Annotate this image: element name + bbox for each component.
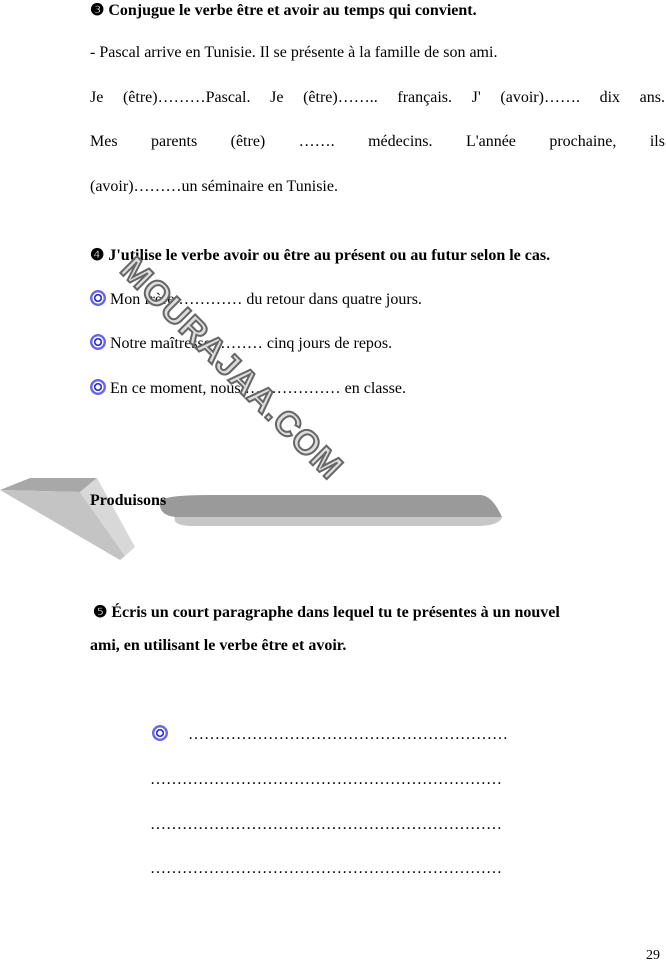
word: médecins. bbox=[368, 133, 433, 150]
exercise-4-item: En ce moment, nous ……………… en classe. bbox=[90, 379, 406, 398]
answer-line[interactable]: …………………………………………………… bbox=[152, 725, 508, 744]
word: dix bbox=[599, 89, 621, 106]
word: ……. bbox=[298, 133, 335, 150]
exercise-4-title: ❹ J'utilise le verbe avoir ou être au pr… bbox=[90, 247, 551, 264]
word: (être)…….. bbox=[303, 89, 378, 106]
word: (avoir)……. bbox=[500, 89, 580, 106]
item-text: En ce moment, nous ……………… en classe. bbox=[110, 380, 406, 397]
word: Mes bbox=[90, 133, 118, 150]
word: ans. bbox=[639, 89, 665, 106]
word: parents bbox=[150, 133, 198, 150]
item-text: Mon frère ………… du retour dans quatre jou… bbox=[110, 291, 422, 308]
exercise-3-line-1: Je (être)………Pascal. Je (être)…….. français. J… bbox=[90, 89, 665, 107]
page-number: 29 bbox=[646, 948, 660, 963]
answer-line[interactable]: ………………………………………………………… bbox=[150, 816, 502, 833]
word: français. bbox=[397, 89, 453, 106]
word: ils bbox=[649, 133, 665, 150]
answer-line[interactable]: ………………………………………………………… bbox=[150, 860, 502, 877]
exercise-3-intro: - Pascal arrive en Tunisie. Il se présen… bbox=[90, 44, 498, 61]
word: (être) bbox=[230, 133, 266, 150]
word: Je bbox=[90, 89, 104, 106]
word: L'année bbox=[465, 133, 516, 150]
watermark: MOURAJAA.COM bbox=[112, 249, 351, 488]
item-text: Notre maîtresse ……… cinq jours de repos. bbox=[110, 335, 393, 352]
word: (être)………Pascal. bbox=[122, 89, 251, 106]
exercise-3-title: ❸ Conjugue le verbe être et avoir au tem… bbox=[90, 2, 477, 19]
exercise-3-line-3: (avoir)………un séminaire en Tunisie. bbox=[90, 178, 338, 195]
word: Je bbox=[270, 89, 284, 106]
word: J' bbox=[471, 89, 481, 106]
exercise-5-title: ❺ Écris un court paragraphe dans lequel … bbox=[93, 604, 560, 621]
section-title: Produisons bbox=[90, 492, 167, 509]
spiral-bullet-icon bbox=[152, 725, 168, 741]
spiral-bullet-icon bbox=[90, 379, 106, 395]
word: prochaine, bbox=[549, 133, 617, 150]
answer-line[interactable]: ………………………………………………………… bbox=[150, 771, 502, 788]
dotted-line: …………………………………………………… bbox=[188, 726, 508, 743]
section-banner-graphic bbox=[0, 478, 503, 560]
exercise-4-item: Mon frère ………… du retour dans quatre jou… bbox=[90, 290, 422, 309]
exercise-4-item: Notre maîtresse ……… cinq jours de repos. bbox=[90, 334, 392, 353]
exercise-3-line-2: Mes parents (être) ……. médecins. L'année proch… bbox=[90, 133, 665, 151]
spiral-bullet-icon bbox=[90, 290, 106, 306]
spiral-bullet-icon bbox=[90, 334, 106, 350]
exercise-5-title-cont: ami, en utilisant le verbe être et avoir… bbox=[90, 637, 347, 654]
